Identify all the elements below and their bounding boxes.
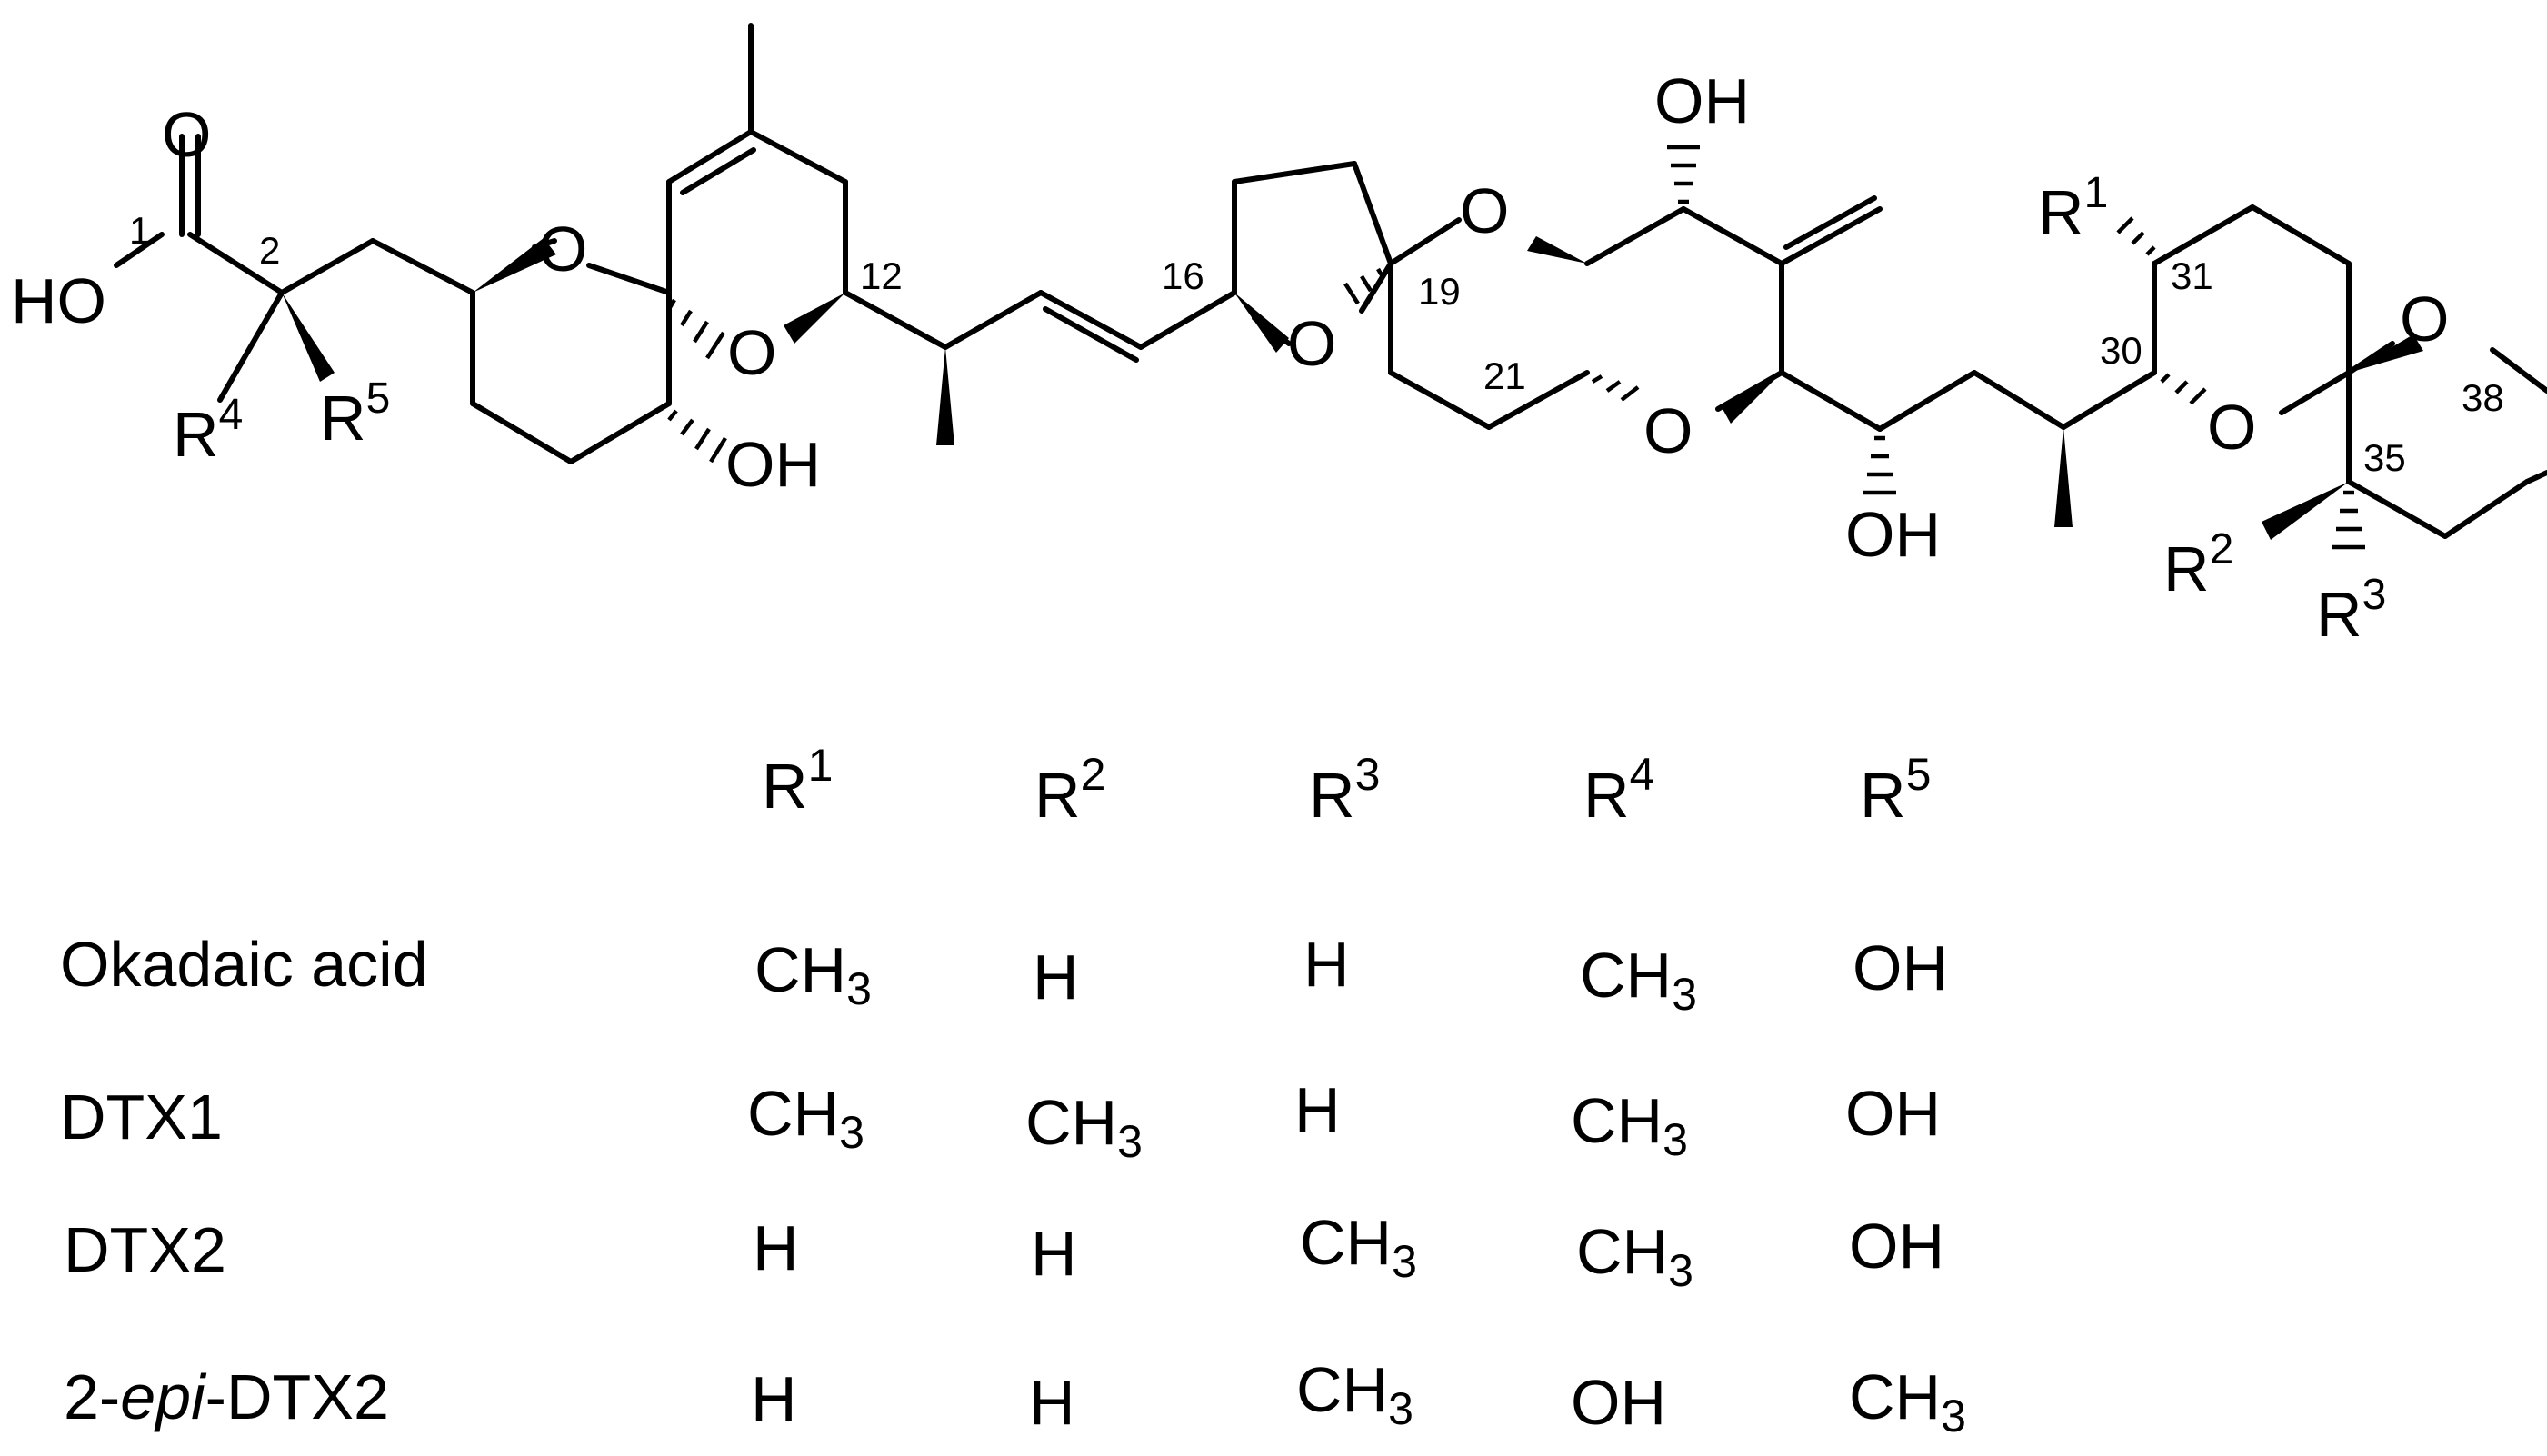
number-12: 12: [860, 254, 903, 297]
number-16: 16: [1162, 254, 1204, 297]
row-name: DTX2: [64, 1214, 226, 1285]
hashed-bonds: [667, 145, 2365, 550]
atom-ho-acid: HO: [11, 265, 106, 336]
cell-r5: CH3: [1849, 1361, 1966, 1441]
cell-r2: H: [1033, 942, 1079, 1012]
atom-o-ring-g: O: [2400, 284, 2449, 354]
bond-lines: [114, 23, 2547, 539]
atom-labels: O HO O O OH O O OH O OH O O R1 R2 R3 R4 …: [11, 65, 2449, 650]
cell-r4: CH3: [1580, 940, 1697, 1020]
number-19: 19: [1418, 270, 1461, 313]
cell-r4: OH: [1571, 1367, 1666, 1438]
atom-oh-c7: OH: [725, 429, 821, 500]
atom-o-carbonyl: O: [162, 99, 211, 170]
atom-oh-c24: OH: [1654, 65, 1750, 136]
wedge-bonds: [282, 236, 2423, 540]
cell-r3: H: [1303, 929, 1350, 1000]
carbon-numbers: 1 2 12 16 19 21 30 31 35 38: [129, 209, 2504, 479]
atom-o-thf: O: [1287, 308, 1336, 379]
number-21: 21: [1483, 354, 1526, 397]
atom-o-ring-e: O: [1643, 395, 1693, 466]
cell-r2: H: [1031, 1218, 1077, 1289]
number-35: 35: [2363, 436, 2406, 479]
atom-o-ring-f: O: [2207, 392, 2256, 463]
cell-r1: CH3: [754, 934, 872, 1014]
cell-r4: CH3: [1576, 1216, 1693, 1296]
cell-r3: H: [1294, 1074, 1341, 1145]
label-r3: R3: [2316, 571, 2386, 650]
label-r1: R1: [2038, 169, 2108, 248]
header-r5: R5: [1860, 749, 1932, 831]
cell-r5: OH: [1853, 932, 1948, 1003]
row-name: Okadaic acid: [60, 929, 428, 1000]
header-r1: R1: [762, 740, 834, 822]
atom-o-ring-d: O: [1460, 175, 1509, 246]
cell-r2: H: [1029, 1367, 1075, 1438]
number-31: 31: [2171, 254, 2213, 297]
cell-r5: OH: [1849, 1211, 1944, 1281]
cell-r3: CH3: [1300, 1207, 1417, 1287]
number-1: 1: [129, 209, 150, 252]
atom-oh-c27: OH: [1845, 499, 1941, 570]
cell-r1: CH3: [747, 1078, 864, 1158]
label-r2: R2: [2163, 525, 2233, 604]
cell-r5: OH: [1845, 1078, 1941, 1149]
atom-o-ring-b: O: [727, 317, 776, 388]
label-r5: R5: [320, 374, 390, 454]
header-r4: R4: [1583, 749, 1655, 831]
number-2: 2: [259, 229, 280, 272]
cell-r2: CH3: [1025, 1087, 1143, 1167]
number-38: 38: [2462, 376, 2504, 419]
cell-r4: CH3: [1571, 1085, 1688, 1165]
row-name: DTX1: [60, 1082, 223, 1152]
cell-r3: CH3: [1296, 1354, 1413, 1434]
number-30: 30: [2100, 329, 2142, 372]
label-r4: R4: [173, 391, 243, 470]
row-name: 2-epi-DTX2: [64, 1361, 389, 1432]
header-r2: R2: [1034, 749, 1106, 831]
cell-r1: H: [751, 1363, 797, 1434]
cell-r1: H: [753, 1212, 799, 1283]
header-r3: R3: [1309, 749, 1381, 831]
atom-o-ring-a: O: [538, 214, 587, 284]
